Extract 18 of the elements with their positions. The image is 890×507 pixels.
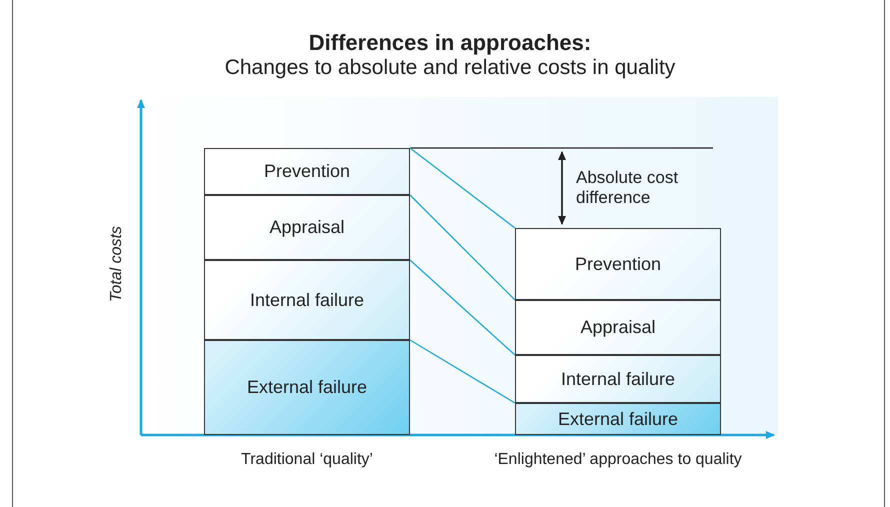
cost-block: Appraisal: [204, 195, 410, 260]
cost-block: Prevention: [204, 148, 410, 195]
cost-block: External failure: [204, 340, 410, 435]
category-label: ‘Enlightened’ approaches to quality: [493, 450, 743, 470]
category-label: Traditional ‘quality’: [240, 450, 374, 470]
cost-block: Appraisal: [515, 300, 721, 355]
cost-block: Internal failure: [515, 355, 721, 403]
cost-block: External failure: [515, 403, 721, 435]
cost-block: Internal failure: [204, 260, 410, 340]
annotation-text: Absolute cost difference: [576, 168, 680, 208]
connector-line: [410, 339, 516, 404]
connector-line: [410, 260, 516, 356]
axis-label: Total costs: [108, 225, 126, 304]
title: Differences in approaches:: [308, 30, 592, 56]
connector-line: [410, 147, 516, 229]
connector-line: [410, 194, 516, 300]
cost-block: Prevention: [515, 228, 721, 300]
subtitle: Changes to absolute and relative costs in quality: [224, 56, 676, 80]
